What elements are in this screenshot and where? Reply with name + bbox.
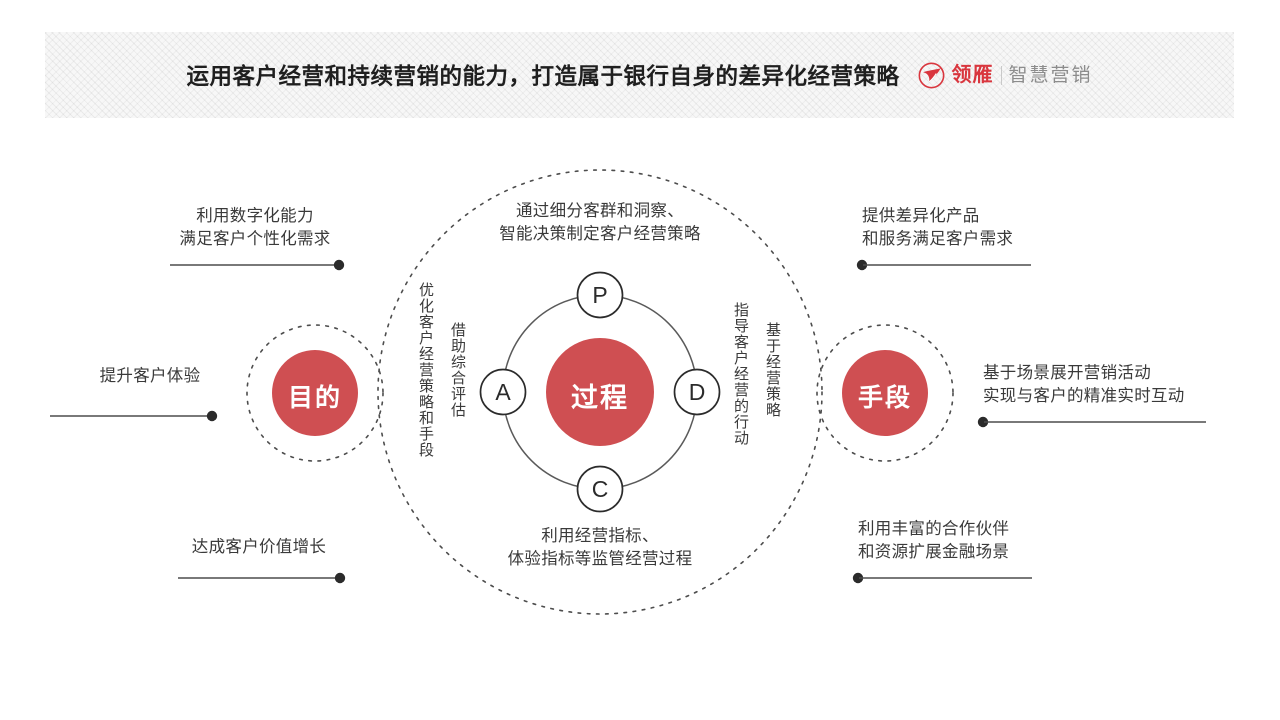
ring-caption-bottom-line-1: 利用经营指标、 bbox=[541, 527, 659, 545]
callout-left-bottom-line-1: 达成客户价值增长 bbox=[191, 538, 327, 556]
callout-right-middle-line-2: 实现与客户的精准实时互动 bbox=[983, 387, 1185, 406]
pdca-node-a[interactable] bbox=[479, 368, 527, 416]
means-hub-circle bbox=[842, 350, 928, 436]
callout-left-middle-line-1: 提升客户体验 bbox=[99, 367, 201, 385]
brand-logo: 领雁 智慧营销 bbox=[918, 62, 1093, 89]
callout-left-top-line-2: 满足客户个性化需求 bbox=[179, 230, 331, 249]
vertical-caption-left-outer: 优化客户经营策略和手段 bbox=[417, 282, 434, 458]
callout-right-middle: 基于场景展开营销活动 实现与客户的精准实时互动 bbox=[983, 362, 1280, 409]
right-bottom-connector bbox=[852, 572, 1032, 584]
callout-right-top-line-2: 和服务满足客户需求 bbox=[862, 230, 1014, 249]
vertical-caption-right-inner: 指导客户经营的行动 bbox=[732, 302, 749, 446]
purpose-dashed-circle bbox=[246, 324, 384, 462]
callout-left-top: 利用数字化能力 满足客户个性化需求 bbox=[140, 205, 370, 252]
purpose-hub-circle bbox=[272, 350, 358, 436]
pdca-node-p[interactable] bbox=[576, 271, 624, 319]
pdca-letter-d: D bbox=[688, 379, 706, 405]
vertical-caption-left-inner: 借助综合评估 bbox=[449, 322, 466, 418]
goose-circle-icon bbox=[918, 62, 945, 89]
callout-right-top-line-1: 提供差异化产品 bbox=[862, 207, 980, 225]
header-content: 运用客户经营和持续营销的能力，打造属于银行自身的差异化经营策略 领雁 智慧营销 bbox=[186, 59, 1092, 91]
callout-right-bottom-line-1: 利用丰富的合作伙伴 bbox=[858, 520, 1010, 538]
logo-tagline: 智慧营销 bbox=[1008, 64, 1093, 86]
left-middle-connector bbox=[50, 410, 218, 422]
callout-left-bottom: 达成客户价值增长 bbox=[168, 536, 350, 559]
right-top-connector bbox=[856, 259, 1031, 271]
left-bottom-connector bbox=[178, 572, 346, 584]
callout-right-top: 提供差异化产品 和服务满足客户需求 bbox=[862, 205, 1122, 252]
means-hub-label: 手段 bbox=[857, 384, 912, 412]
page-title: 运用客户经营和持续营销的能力，打造属于银行自身的差异化经营策略 bbox=[186, 64, 900, 89]
slide-header: 运用客户经营和持续营销的能力，打造属于银行自身的差异化经营策略 领雁 智慧营销 bbox=[45, 32, 1234, 118]
ring-caption-bottom-line-2: 体验指标等监管经营过程 bbox=[507, 550, 693, 569]
pdca-letter-a: A bbox=[495, 379, 511, 405]
process-hub-label: 过程 bbox=[571, 383, 629, 413]
callout-right-middle-line-1: 基于场景展开营销活动 bbox=[983, 364, 1151, 382]
left-top-connector bbox=[170, 259, 345, 271]
ring-caption-top-line-1: 通过细分客群和洞察、 bbox=[516, 202, 684, 220]
callout-left-top-line-1: 利用数字化能力 bbox=[196, 207, 314, 225]
logo-brand-name: 领雁 bbox=[951, 64, 994, 86]
logo-divider bbox=[1000, 65, 1002, 85]
ring-caption-top-line-2: 智能决策制定客户经营策略 bbox=[499, 225, 701, 244]
callout-right-bottom-line-2: 和资源扩展金融场景 bbox=[858, 543, 1010, 562]
pdca-letter-c: C bbox=[591, 476, 609, 502]
pdca-letter-p: P bbox=[592, 282, 608, 308]
purpose-hub-label: 目的 bbox=[287, 384, 342, 412]
vertical-caption-right-outer: 基于经营策略 bbox=[764, 322, 781, 418]
ring-caption-bottom: 利用经营指标、 体验指标等监管经营过程 bbox=[400, 525, 800, 572]
pdca-node-c[interactable] bbox=[576, 465, 624, 513]
callout-left-middle: 提升客户体验 bbox=[60, 365, 240, 388]
ring-caption-top: 通过细分客群和洞察、 智能决策制定客户经营策略 bbox=[400, 200, 800, 247]
right-middle-connector bbox=[977, 416, 1206, 428]
means-dashed-circle bbox=[816, 324, 954, 462]
callout-right-bottom: 利用丰富的合作伙伴 和资源扩展金融场景 bbox=[858, 518, 1118, 565]
pdca-node-d[interactable] bbox=[673, 368, 721, 416]
process-hub-circle bbox=[546, 338, 654, 446]
outer-dashed-circle bbox=[377, 169, 823, 615]
